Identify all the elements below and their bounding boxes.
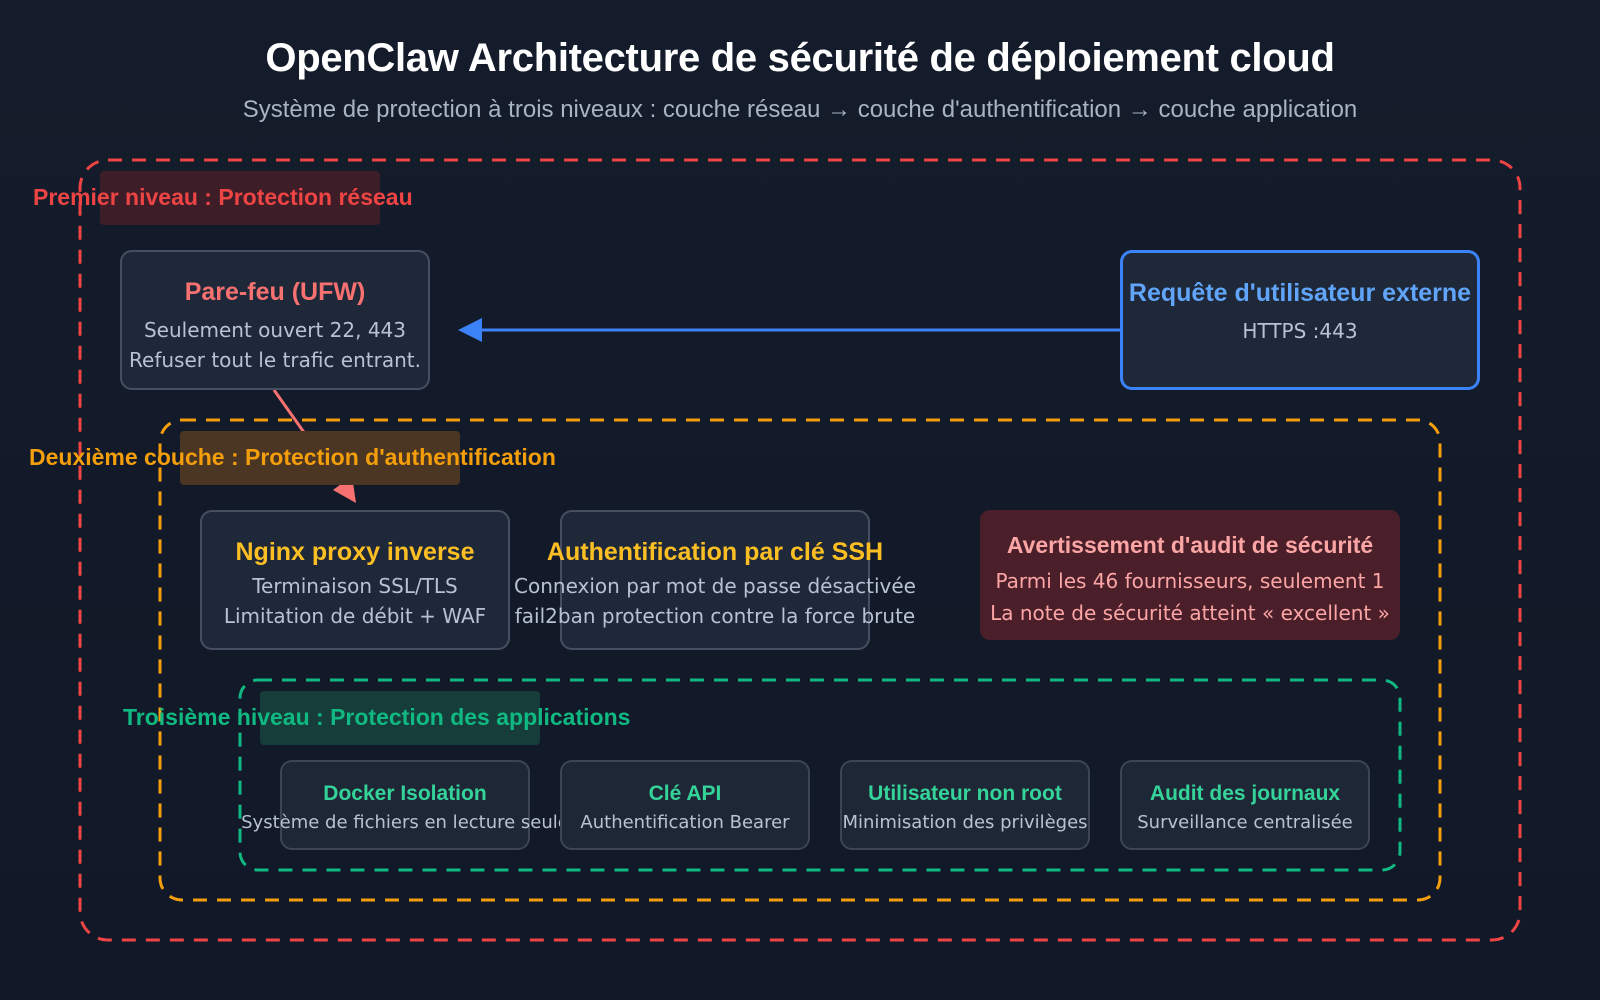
log-audit-title: Audit des journaux xyxy=(1149,782,1341,805)
nginx-card: Nginx proxy inverse Terminaison SSL/TLS … xyxy=(200,510,510,650)
non-root-user-card: Utilisateur non root Minimisation des pr… xyxy=(840,760,1090,850)
docker-isolation-title: Docker Isolation xyxy=(323,782,487,805)
nginx-title: Nginx proxy inverse xyxy=(235,538,475,566)
external-request-line-1: HTTPS :443 xyxy=(1242,319,1358,343)
external-to-firewall-arrowhead xyxy=(458,318,482,342)
log-audit-line: Surveillance centralisée xyxy=(1137,812,1353,833)
docker-isolation-line: Système de fichiers en lecture seule xyxy=(241,812,569,833)
page-title: OpenClaw Architecture de sécurité de dép… xyxy=(265,36,1335,80)
firewall-line-2: Refuser tout le trafic entrant. xyxy=(129,348,421,372)
security-warning-card: Avertissement d'audit de sécurité Parmi … xyxy=(980,510,1400,640)
api-key-card: Clé API Authentification Bearer xyxy=(560,760,810,850)
warning-line-1: Parmi les 46 fournisseurs, seulement 1 xyxy=(995,569,1385,593)
nginx-line-2: Limitation de débit + WAF xyxy=(223,604,487,628)
docker-isolation-card: Docker Isolation Système de fichiers en … xyxy=(241,760,569,850)
layer3-frame xyxy=(238,678,1402,872)
page-subtitle: Système de protection à trois niveaux : … xyxy=(242,96,1358,123)
warning-title: Avertissement d'audit de sécurité xyxy=(1006,532,1374,558)
api-key-title: Clé API xyxy=(648,782,722,805)
layer1-label: Premier niveau : Protection réseau xyxy=(33,184,413,210)
firewall-title: Pare-feu (UFW) xyxy=(184,278,366,306)
log-audit-card: Audit des journaux Surveillance centrali… xyxy=(1120,760,1370,850)
layer3-label: Troisième niveau : Protection des applic… xyxy=(123,704,631,730)
non-root-user-title: Utilisateur non root xyxy=(868,782,1062,805)
api-key-line: Authentification Bearer xyxy=(580,812,790,833)
external-request-card: Requête d'utilisateur externe HTTPS :443 xyxy=(1120,250,1480,390)
warning-line-2: La note de sécurité atteint « excellent … xyxy=(990,601,1390,625)
ssh-line-1: Connexion par mot de passe désactivée xyxy=(514,574,916,598)
firewall-line-1: Seulement ouvert 22, 443 xyxy=(143,318,406,342)
external-request-title: Requête d'utilisateur externe xyxy=(1128,279,1472,307)
layer2-label-bg xyxy=(180,431,460,485)
ssh-line-2: fail2ban protection contre la force brut… xyxy=(514,604,916,628)
nginx-line-1: Terminaison SSL/TLS xyxy=(252,574,458,598)
layer2-label: Deuxième couche : Protection d'authentif… xyxy=(29,444,556,470)
non-root-user-line: Minimisation des privilèges xyxy=(842,812,1088,833)
layer1-label-bg xyxy=(100,171,380,225)
ssh-card: Authentification par clé SSH Connexion p… xyxy=(514,510,916,650)
ssh-title: Authentification par clé SSH xyxy=(546,538,884,566)
layer2-frame xyxy=(158,418,1442,902)
firewall-card: Pare-feu (UFW) Seulement ouvert 22, 443 … xyxy=(120,250,430,390)
layer3-label-bg xyxy=(260,691,540,745)
layer1-frame xyxy=(78,158,1522,942)
